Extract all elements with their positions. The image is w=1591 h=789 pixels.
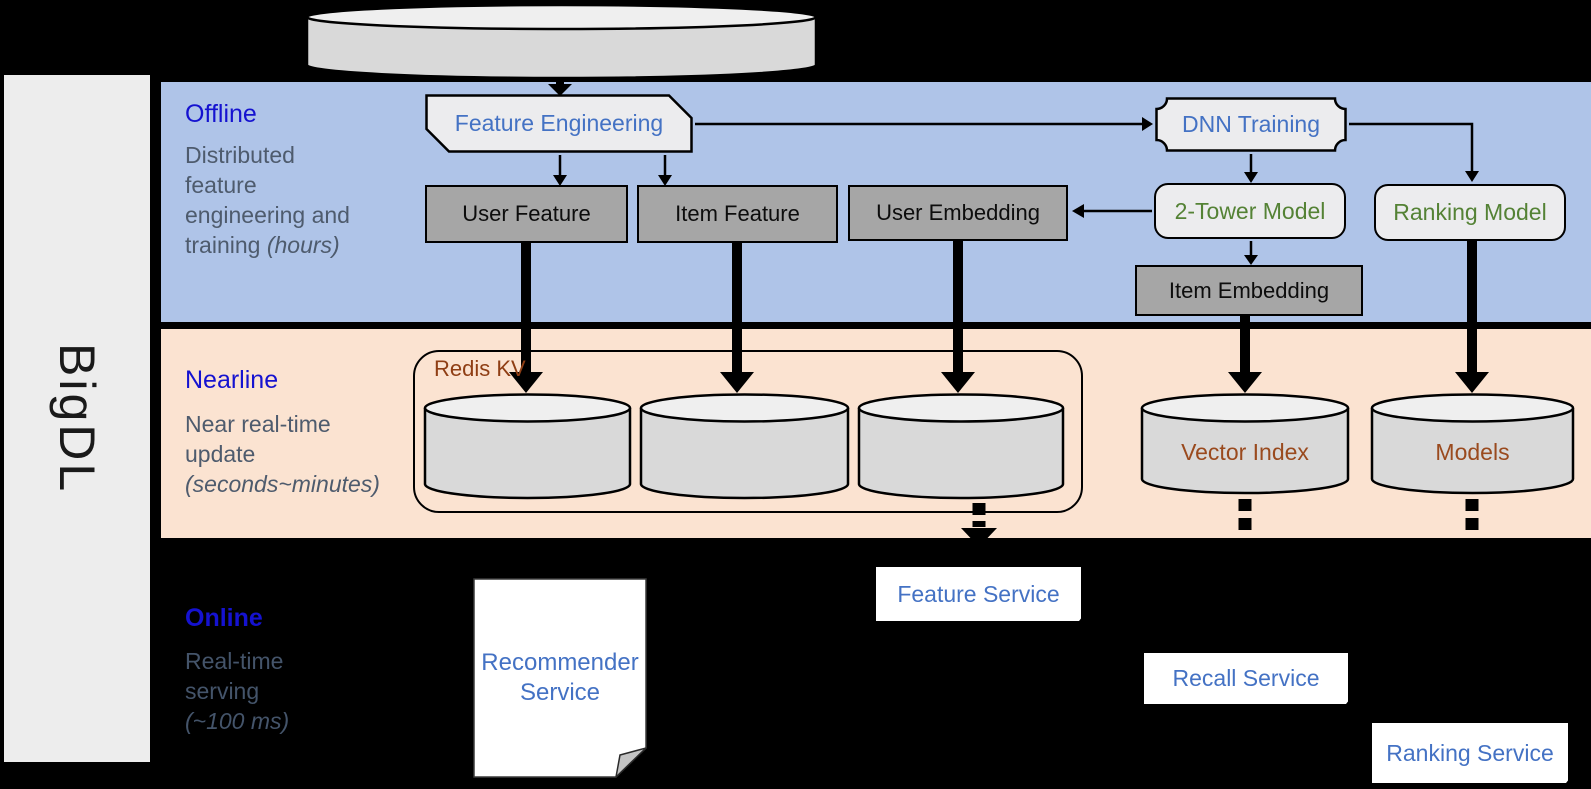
dnn-training-node: DNN Training (1155, 97, 1347, 152)
nearline-band-title: Nearline (185, 366, 279, 394)
cylinder-icon (1370, 393, 1575, 495)
feature-service-node: Feature Service (876, 567, 1081, 621)
offline-band-description: Distributed feature engineering and trai… (185, 142, 350, 258)
snip-corner-shape (425, 94, 693, 153)
user-feature-node: User Feature (425, 185, 628, 243)
dnn-training-label: DNN Training (1181, 111, 1321, 137)
bigdl-sidebar: BigDL (4, 75, 150, 762)
vector-index-label: Vector Index (1181, 439, 1309, 465)
recommender-service-node: Recommender Service (473, 578, 649, 780)
recall-service-node: Recall Service (1144, 653, 1348, 704)
online-band-description: Real-time serving (~100 ms) (185, 648, 290, 734)
redis-shard-cylinder-3 (857, 392, 1065, 500)
vector-index-store: Vector Index (1140, 392, 1350, 495)
raw-data-label (305, 3, 818, 80)
redis-shard-cylinder-2 (639, 392, 850, 500)
document-shape (473, 578, 649, 780)
feature-engineering-label: Feature Engineering (454, 110, 664, 136)
redis-kv-container (413, 350, 1083, 513)
offline-band-title: Offline (185, 100, 257, 128)
recommender-service-label: Recommender Service (481, 649, 639, 706)
item-feature-node: Item Feature (637, 185, 838, 243)
models-store: Models (1370, 392, 1575, 495)
feature-engineering-node: Feature Engineering (425, 94, 693, 153)
plaque-shape (1155, 97, 1347, 152)
online-band-title: Online (185, 604, 263, 632)
redis-shard-cylinder-1 (423, 392, 632, 500)
cylinder-icon (639, 393, 850, 500)
item-embedding-node: Item Embedding (1135, 265, 1363, 316)
cylinder-icon (305, 3, 818, 80)
two-tower-model-node: 2-Tower Model (1154, 183, 1346, 239)
ranking-model-node: Ranking Model (1374, 184, 1566, 241)
bigdl-label: BigDL (49, 342, 105, 495)
ranking-service-node: Ranking Service (1372, 723, 1568, 783)
cylinder-icon (857, 393, 1065, 500)
cylinder-icon (423, 393, 632, 500)
cylinder-icon (1140, 393, 1350, 495)
redis-kv-label: Redis KV (434, 356, 526, 381)
nearline-band-description: Near real-time update (seconds~minutes) (185, 411, 380, 497)
offline-band: Offline Distributed feature engineering … (161, 82, 1591, 322)
raw-data-store (305, 3, 818, 80)
models-label: Models (1435, 439, 1510, 465)
user-embedding-node: User Embedding (848, 185, 1068, 241)
